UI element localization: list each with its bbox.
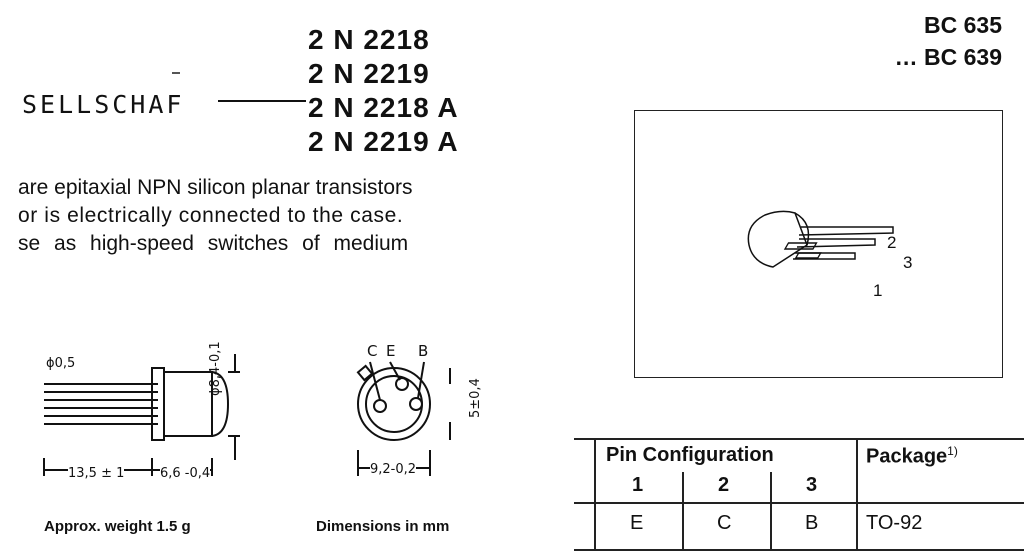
can-flange [151,367,165,441]
footnote-mark: 1) [947,444,958,458]
col-divider [594,438,596,550]
pin-col-header: 2 [718,474,730,496]
header-package: Package1) [866,444,958,469]
pin-hole [395,377,409,391]
col-divider [856,438,858,550]
lead-line [793,252,856,260]
pin-cell: B [805,512,819,534]
table-bottom-rule [574,549,1024,551]
dimensions-caption: Dimensions in mm [316,518,450,535]
orientation-tab [356,364,374,382]
pin-number-3: 3 [903,253,913,272]
lead-line [794,252,822,259]
lead-line [796,238,876,248]
description-line: are epitaxial NPN silicon planar transis… [18,176,413,199]
package-illustration-box: 2 3 1 [634,110,1003,378]
pin-hole [409,397,423,411]
part-number: 2 N 2218 [308,24,430,55]
col-divider [682,472,684,550]
case-diameter-label: 9,2-0,2 [370,462,417,477]
body-diameter-label: ϕ8,4-0,1 [208,341,223,396]
pin-number-2: 2 [887,233,897,252]
lead-line [798,226,894,236]
lead-diameter-label: ϕ0,5 [46,356,76,371]
pin-configuration-table: Pin Configuration Package1) 1 2 3 E C B … [574,438,1024,551]
col-divider [770,472,772,550]
part-number: 2 N 2219 [308,58,430,89]
pin-label-e: E [386,342,396,360]
pin-col-header: 1 [632,474,644,496]
series-title: … BC 639 [894,44,1002,70]
company-name: SELLSCHAF [22,90,185,119]
to92-package-icon [747,210,894,268]
pitch-label: 5±0,4 [468,378,483,418]
pin-hole [373,399,387,413]
can-length-label: 6,6 -0,4 [160,466,211,481]
pin-cell: E [630,512,644,534]
case-outline [357,367,431,441]
description-line: se as high-speed switches of medium [18,232,409,255]
pin-label-b: B [418,342,429,360]
speck [172,72,180,74]
pin-col-header: 3 [806,474,818,496]
can-dome [211,371,230,437]
header-package-label: Package [866,445,948,468]
table-top-rule [574,438,1024,440]
pin-cell: C [717,512,732,534]
pin-label-c: C [367,342,378,360]
header-pin-configuration: Pin Configuration [606,444,774,466]
can-body [163,371,213,437]
table-header-rule [574,502,1024,504]
part-number: 2 N 2218 A [308,92,459,123]
description-line: or is electrically connected to the case… [18,204,404,227]
series-title: BC 635 [924,12,1002,38]
company-rule [218,100,306,102]
part-number: 2 N 2219 A [308,126,459,157]
lead-line [783,242,818,250]
transistor-body [747,210,808,268]
weight-caption: Approx. weight 1.5 g [44,518,191,535]
lead-length-label: 13,5 ± 1 [68,466,125,481]
package-cell: TO-92 [866,512,923,534]
pin-number-1: 1 [873,281,883,300]
